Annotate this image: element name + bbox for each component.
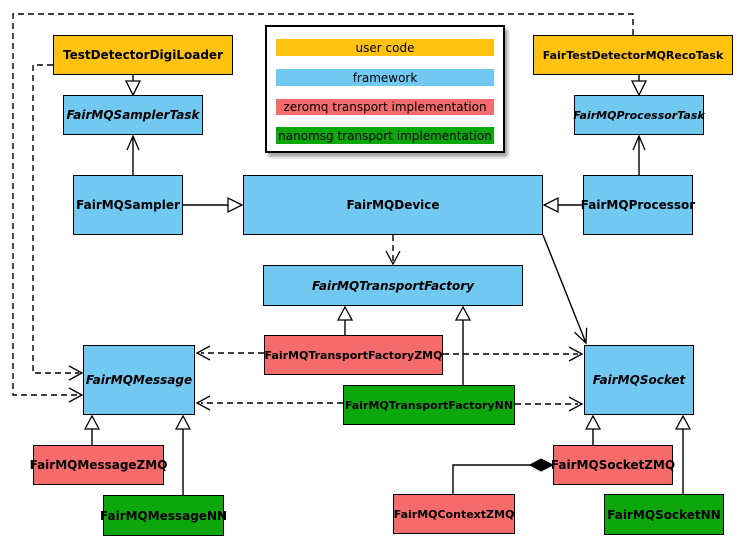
class-box-fairmq-processor-task: FairMQProcessorTask xyxy=(573,95,705,135)
class-box-fairmq-sampler-task: FairMQSamplerTask xyxy=(63,95,203,135)
class-box-fairmq-message-zmq: FairMQMessageZMQ xyxy=(30,445,167,485)
class-box-fairmq-socket: FairMQSocket xyxy=(584,345,694,415)
class-box-fair-test-detector-mq-reco-task: FairTestDetectorMQRecoTask xyxy=(533,35,733,75)
class-box-fairmq-socket-zmq: FairMQSocketZMQ xyxy=(551,445,675,485)
class-box-fairmq-message: FairMQMessage xyxy=(83,345,195,415)
class-box-fairmq-device: FairMQDevice xyxy=(243,175,543,235)
class-box-test-detector-digi-loader: TestDetectorDigiLoader xyxy=(53,35,233,75)
class-box-fairmq-socket-nn: FairMQSocketNN xyxy=(604,494,724,535)
legend-swatch-zeromq: zeromq transport implementation xyxy=(276,99,494,115)
class-box-fairmq-transport-factory-zmq: FairMQTransportFactoryZMQ xyxy=(264,335,443,375)
class-box-fairmq-transport-factory-nn: FairMQTransportFactoryNN xyxy=(343,385,515,425)
legend-swatch-framework: framework xyxy=(276,69,494,86)
class-box-fairmq-context-zmq: FairMQContextZMQ xyxy=(393,494,515,534)
class-box-fairmq-transport-factory: FairMQTransportFactory xyxy=(263,265,523,306)
legend: user code framework zeromq transport imp… xyxy=(265,25,505,153)
legend-swatch-user-code: user code xyxy=(276,39,494,56)
class-box-fairmq-processor: FairMQProcessor xyxy=(581,175,695,235)
legend-swatch-nanomsg: nanomsg transport implementation xyxy=(276,127,494,144)
class-box-fairmq-message-nn: FairMQMessageNN xyxy=(100,495,227,536)
class-box-fairmq-sampler: FairMQSampler xyxy=(73,175,183,235)
